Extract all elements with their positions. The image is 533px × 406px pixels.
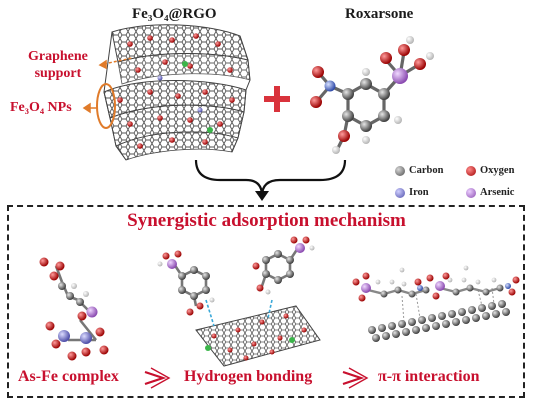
plus-icon	[264, 86, 290, 112]
legend-label-arsenic: Arsenic	[480, 187, 515, 198]
iron-sphere-icon	[395, 188, 405, 198]
double-chevron-icon-1	[144, 367, 171, 389]
oxygen-sphere-icon	[466, 166, 476, 176]
graphene-label-line1: Graphene	[28, 49, 88, 64]
legend: Carbon Oxygen Iron Arsenic	[395, 165, 530, 205]
hydrogen-bonding-scene	[157, 236, 321, 367]
graphene-composite-structure	[103, 24, 251, 161]
mechanism-box	[7, 205, 525, 398]
pi-pi-interaction-scene	[352, 265, 520, 342]
graphene-support-label: Graphene support	[28, 48, 88, 82]
graphene-label-line2: support	[34, 66, 82, 81]
arsenic-sphere-icon	[466, 188, 476, 198]
graphene-pointer-arrow	[98, 57, 133, 70]
composite-title: Fe₃O₄@RGO	[132, 6, 217, 22]
nps-label: Fe₃O₄ NPs	[10, 100, 72, 115]
as-fe-complex-cluster	[39, 257, 109, 361]
nps-pointer-arrow	[82, 102, 97, 114]
converging-bracket-arrow	[194, 159, 347, 201]
double-chevron-icon-2	[342, 367, 369, 389]
legend-label-iron: Iron	[409, 187, 429, 198]
legend-label-carbon: Carbon	[409, 165, 444, 176]
mechanism-title: Synergistic adsorption mechanism	[127, 210, 406, 231]
molecule-title: Roxarsone	[345, 6, 414, 22]
step-label-hydrogen-bonding: Hydrogen bonding	[184, 368, 313, 385]
legend-label-oxygen: Oxygen	[480, 165, 515, 176]
nps-highlight-ellipse	[96, 83, 116, 129]
carbon-sphere-icon	[395, 166, 405, 176]
step-label-as-fe-complex: As-Fe complex	[18, 368, 119, 385]
step-label-pi-pi-interaction: π-π interaction	[378, 368, 480, 385]
roxarsone-molecule	[310, 36, 434, 154]
